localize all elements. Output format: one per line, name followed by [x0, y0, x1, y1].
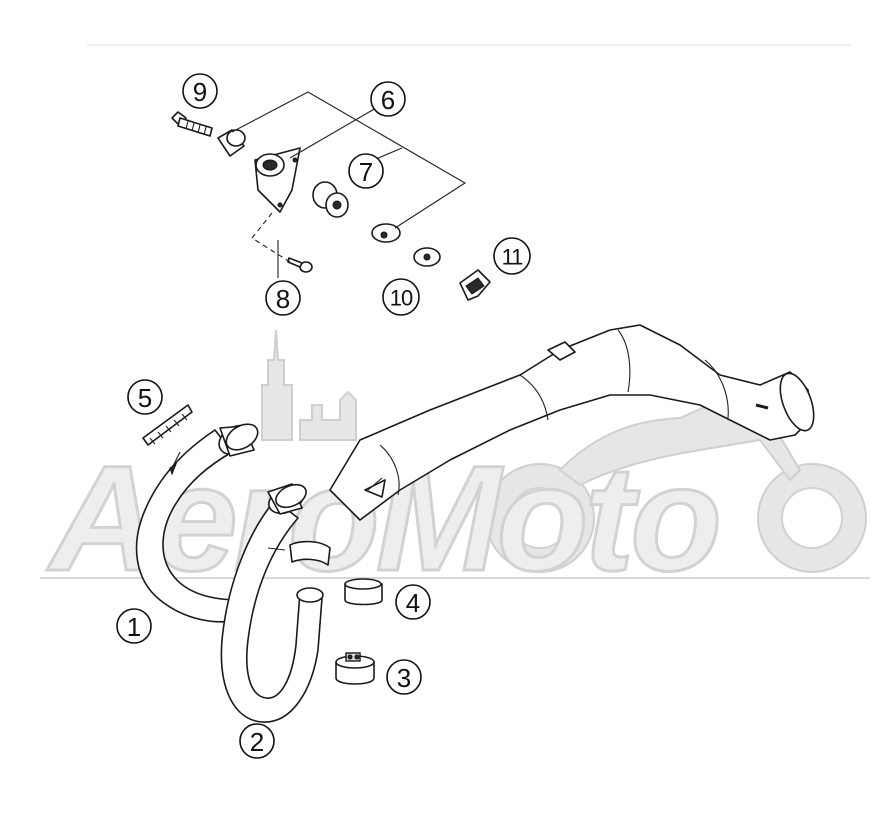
- screw-part: [287, 257, 313, 273]
- sleeve-part: [344, 578, 383, 606]
- flange-bracket-part: [254, 147, 301, 213]
- header-pipe-assembly: [135, 324, 815, 723]
- callout-6: 6: [370, 81, 406, 117]
- leader-7-group: [231, 91, 467, 229]
- clip-nut-part: [459, 269, 491, 301]
- svg-text:6: 6: [381, 85, 395, 115]
- svg-text:8: 8: [276, 284, 290, 314]
- callout-7: 7: [348, 153, 384, 189]
- watermark-tower-icon: [261, 329, 293, 441]
- callout-4: 4: [395, 584, 431, 620]
- clamp-part: [335, 652, 375, 685]
- bolt-part: [171, 111, 213, 137]
- watermark-church-icon: [299, 390, 357, 441]
- callout-2: 2: [239, 723, 275, 759]
- svg-text:5: 5: [138, 383, 152, 413]
- leader-8-dashed: [251, 212, 291, 263]
- svg-text:4: 4: [406, 588, 420, 618]
- washer-part: [413, 247, 441, 267]
- callout-11: 11: [493, 237, 531, 275]
- svg-text:2: 2: [250, 727, 264, 757]
- svg-text:11: 11: [502, 245, 524, 270]
- svg-text:9: 9: [193, 77, 207, 107]
- svg-text:3: 3: [397, 663, 411, 693]
- svg-text:7: 7: [359, 157, 373, 187]
- svg-text:10: 10: [390, 286, 413, 311]
- callout-5: 5: [127, 379, 163, 415]
- callout-1: 1: [116, 608, 152, 644]
- collector-outlet: [779, 372, 815, 432]
- callout-3: 3: [386, 659, 422, 695]
- grommet-set: [217, 129, 401, 243]
- callout-9: 9: [182, 73, 218, 109]
- callout-8: 8: [265, 280, 301, 316]
- spring-part: [142, 404, 193, 476]
- callout-10: 10: [382, 278, 420, 316]
- header-pipe-2: [220, 499, 323, 723]
- svg-text:1: 1: [127, 612, 141, 642]
- leader-6: [289, 107, 377, 159]
